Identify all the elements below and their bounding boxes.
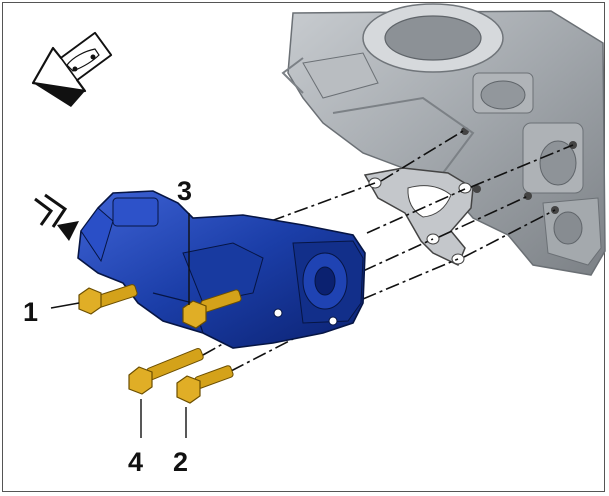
callout-3: 3 <box>177 176 193 206</box>
gasket <box>363 167 474 267</box>
engine-housing <box>281 3 606 276</box>
bolt-3 <box>182 289 242 329</box>
callout-1: 1 <box>23 297 39 327</box>
bolt-4 <box>128 347 204 395</box>
exploded-view-drawing <box>31 3 606 438</box>
diagram-frame: 1 3 4 2 <box>2 2 606 492</box>
vehicle-direction-arrow-icon <box>31 31 113 107</box>
bolt-2 <box>176 365 234 404</box>
bolt-1 <box>78 284 138 315</box>
zoom-double-chevron-icon <box>34 193 79 241</box>
leader-lines <box>50 213 190 438</box>
callout-4: 4 <box>128 447 144 477</box>
pump-assembly <box>77 190 366 349</box>
callout-2: 2 <box>173 447 189 477</box>
